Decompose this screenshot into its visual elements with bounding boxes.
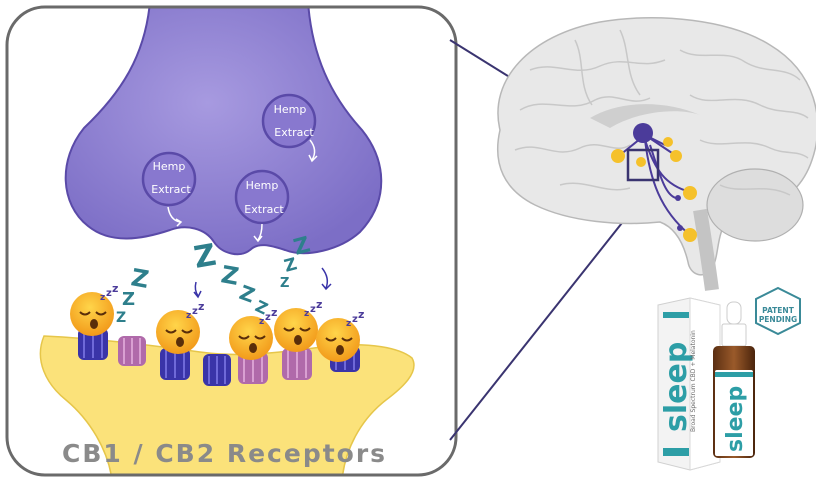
product-box: sleep Broad Spectrum CBD + Melatonin (657, 297, 721, 471)
svg-text:z: z (186, 311, 191, 321)
receptor-cb2 (238, 352, 268, 384)
svg-text:z: z (352, 314, 358, 325)
box-brand-label: sleep (659, 342, 694, 432)
svg-text:z: z (100, 293, 105, 303)
svg-text:Z: Z (116, 310, 126, 326)
vesicle-label-line2: Extract (244, 203, 284, 216)
zoom-frame (5, 5, 458, 477)
svg-text:z: z (265, 312, 271, 323)
receptors-caption: CB1 / CB2 Receptors (62, 439, 387, 468)
svg-text:z: z (358, 308, 364, 321)
postsynaptic-terminal (39, 335, 415, 475)
bottle-brand-label: sleep (723, 386, 748, 452)
vesicle-label-line1: Hemp (153, 160, 186, 173)
receptor-cb1 (160, 348, 190, 380)
svg-text:Z: Z (291, 233, 313, 261)
badge-line2: PENDING (759, 315, 797, 324)
arrow-icon (193, 281, 202, 299)
svg-text:Z: Z (122, 289, 135, 310)
svg-text:z: z (198, 300, 204, 313)
svg-text:z: z (271, 306, 277, 319)
vesicle: Hemp Extract (261, 93, 318, 163)
badge-line1: PATENT (762, 306, 795, 315)
svg-text:z: z (106, 288, 112, 299)
zoom-region-box (626, 148, 660, 182)
svg-text:z: z (346, 319, 351, 329)
arrow-icon (253, 235, 263, 243)
svg-text:Z: Z (129, 263, 151, 294)
receptor-cb2 (118, 336, 146, 366)
svg-text:Z: Z (282, 254, 299, 277)
brain-illustration (496, 17, 816, 291)
svg-text:z: z (304, 309, 309, 319)
svg-text:Z: Z (219, 260, 241, 291)
svg-text:z: z (310, 304, 316, 315)
vesicle-label-line1: Hemp (246, 179, 279, 192)
vesicle: Hemp Extract (141, 151, 197, 227)
svg-text:Z: Z (280, 276, 289, 291)
vesicle-label-line2: Extract (151, 183, 191, 196)
vesicle: Hemp Extract (234, 169, 290, 243)
box-sublabel: Broad Spectrum CBD + Melatonin (690, 330, 697, 432)
product-bottle: sleep (713, 301, 755, 458)
receptor-cb1 (78, 328, 108, 360)
vesicle-label-line2: Extract (274, 126, 314, 139)
svg-text:z: z (259, 317, 264, 327)
arrow-icon (308, 154, 318, 163)
svg-text:z: z (316, 298, 322, 311)
svg-text:z: z (112, 282, 118, 295)
vesicle-label-line1: Hemp (274, 103, 307, 116)
arrow-icon (321, 267, 332, 291)
arrow-icon (175, 218, 183, 227)
patent-badge-icon: PATENT PENDING (755, 286, 801, 336)
receptor-cb2 (282, 348, 312, 380)
svg-text:z: z (192, 306, 198, 317)
receptor-cb1 (203, 354, 231, 386)
